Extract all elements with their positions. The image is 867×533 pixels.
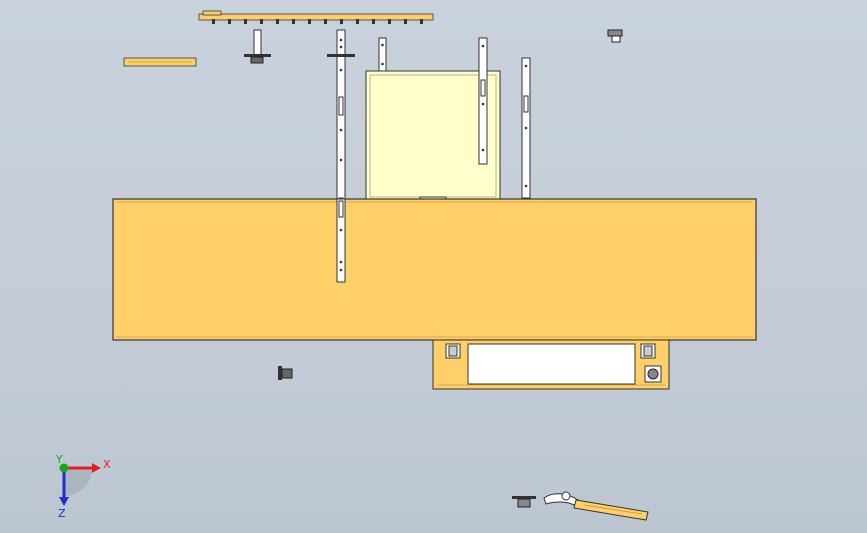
espagnolette-strip-front bbox=[336, 198, 346, 283]
bottom-box-part[interactable] bbox=[432, 339, 670, 390]
handle-assembly-part[interactable] bbox=[512, 491, 649, 521]
window-sash-panel-part[interactable] bbox=[365, 70, 501, 203]
knob-fitting-part[interactable] bbox=[278, 366, 293, 380]
lock-strip-part-3[interactable] bbox=[478, 37, 488, 165]
lock-strip-part-4[interactable] bbox=[521, 57, 531, 199]
lock-strip-part-2[interactable] bbox=[378, 37, 387, 73]
z-axis-label: Z bbox=[58, 507, 66, 520]
small-bracket-part[interactable] bbox=[607, 29, 623, 43]
x-axis-label: X bbox=[103, 458, 111, 471]
view-orientation-triad: X Y Z bbox=[55, 453, 111, 520]
y-axis-label: Y bbox=[55, 453, 63, 466]
small-bar-part[interactable] bbox=[123, 57, 197, 67]
comb-rail-part[interactable] bbox=[198, 10, 434, 24]
hinge-fitting-part-1[interactable] bbox=[244, 29, 271, 64]
main-frame-part[interactable] bbox=[112, 198, 757, 341]
